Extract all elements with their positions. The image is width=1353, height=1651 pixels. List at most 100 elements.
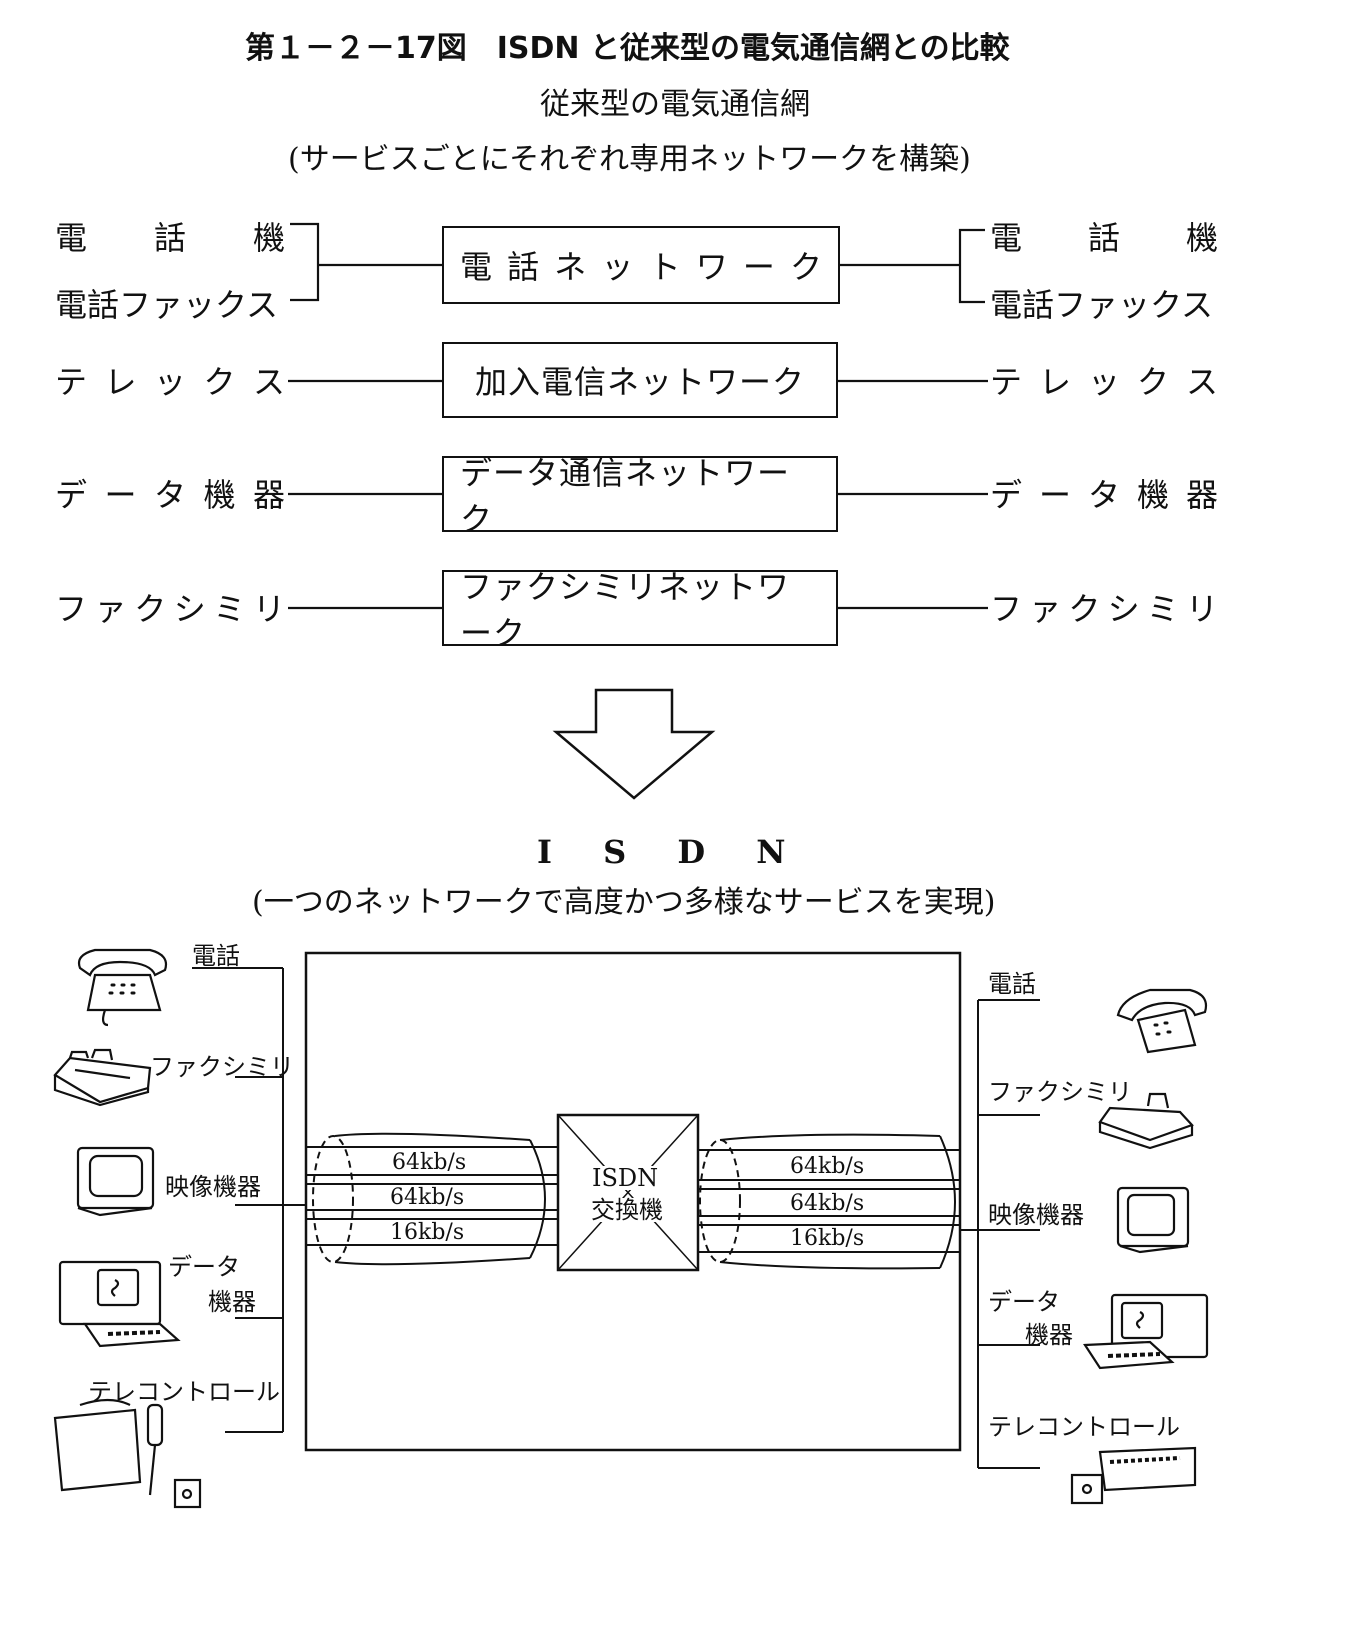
left-label-telephone: 電話 (192, 942, 240, 970)
char: 話 (1087, 219, 1120, 257)
conventional-heading: 従来型の電気通信網 (540, 87, 810, 122)
char: 電 (990, 219, 1023, 257)
char: 話 (153, 219, 186, 257)
left-device-data: データ機器 (55, 479, 285, 511)
right-label-data: データ (988, 1288, 1060, 1316)
left-label-facsimile: ファクシミリ (150, 1053, 294, 1081)
char: 機 (252, 219, 285, 257)
channel-rate: 16kb/s (390, 1220, 465, 1245)
char: ッ (601, 248, 634, 286)
char: ク (1136, 363, 1169, 401)
network-box-telephone: 電話ネットワーク (442, 226, 840, 304)
char: ー (742, 248, 775, 286)
exchange-label-isdn: ISDN (592, 1164, 659, 1192)
left-bracket-telephone (290, 222, 320, 302)
char: テ (55, 363, 88, 401)
figure-title: 第１－２－17図 ISDN と従来型の電気通信網との比較 (245, 31, 1010, 66)
network-box-telex: 加入電信ネットワーク (442, 342, 838, 418)
char: タ (153, 476, 186, 514)
right-bracket-telephone (958, 228, 985, 304)
char: ネ (554, 248, 587, 286)
right-device-data: データ機器 (990, 479, 1218, 511)
network-box-data: データ通信ネットワーク (442, 454, 838, 538)
computer-icon (58, 1260, 181, 1348)
left-label-data: データ (168, 1253, 240, 1281)
char: ミ (1146, 590, 1179, 628)
left-device-telex: テレックス (55, 366, 285, 398)
left-device-telephone: 電話機 (55, 222, 285, 254)
cylinder-end (312, 1135, 354, 1263)
left-label-data-device: 機器 (208, 1288, 256, 1316)
char: ミ (213, 590, 246, 628)
char: 電 (55, 219, 88, 257)
right-label-facsimile: ファクシミリ (988, 1078, 1132, 1106)
right-label-data-device: 機器 (1025, 1321, 1073, 1349)
telecontrol-icon (53, 1398, 202, 1509)
char: ァ (94, 590, 127, 628)
char: ク (789, 248, 822, 286)
char: ー (1038, 476, 1071, 514)
char: ト (648, 248, 681, 286)
monitor-icon (1116, 1186, 1190, 1254)
isdn-heading: I S D N (537, 833, 806, 871)
telecontrol-icon (1070, 1446, 1197, 1505)
conventional-note: (サービスごとにそれぞれ専用ネットワークを構築) (288, 142, 971, 177)
char: ァ (1029, 590, 1062, 628)
computer-icon (1083, 1293, 1209, 1370)
right-label-telephone: 電話 (988, 970, 1036, 998)
char: ー (104, 476, 137, 514)
network-box-facsimile: ファクシミリネットワーク (442, 568, 838, 652)
char: 話 (507, 248, 540, 286)
char: ク (134, 590, 167, 628)
isdn-network-box (304, 951, 962, 1452)
char: ス (1185, 363, 1218, 401)
char: ク (1068, 590, 1101, 628)
down-arrow-icon (552, 688, 716, 800)
char: 機 (1185, 219, 1218, 257)
char: 器 (1185, 476, 1218, 514)
left-device-facsimile: ファクシミリ (55, 593, 285, 625)
right-device-telex: テレックス (990, 366, 1218, 398)
right-label-video: 映像機器 (988, 1201, 1084, 1229)
isdn-note: (一つのネットワークで高度かつ多様なサービスを実現) (252, 885, 996, 920)
char: デ (990, 476, 1023, 514)
monitor-icon (76, 1146, 155, 1217)
fax-icon (53, 1048, 152, 1107)
right-device-facsimile: ファクシミリ (990, 593, 1218, 625)
char: リ (252, 590, 285, 628)
left-device-phone-fax: 電話ファックス (55, 286, 279, 324)
channel-rate: 64kb/s (392, 1150, 467, 1175)
char: ッ (153, 363, 186, 401)
char: 電 (460, 248, 493, 286)
char: タ (1087, 476, 1120, 514)
fax-icon (1098, 1092, 1194, 1150)
char: ク (203, 363, 236, 401)
channel-rate: 64kb/s (390, 1185, 465, 1210)
cylinder-end (699, 1139, 741, 1263)
left-label-video: 映像機器 (165, 1173, 261, 1201)
right-device-telephone: 電話機 (990, 222, 1218, 254)
char: フ (990, 590, 1023, 628)
char: 器 (252, 476, 285, 514)
right-device-phone-fax: 電話ファックス (990, 286, 1214, 324)
char: シ (173, 590, 206, 628)
channel-rate: 16kb/s (790, 1226, 865, 1251)
telephone-icon (1116, 988, 1208, 1054)
char: フ (55, 590, 88, 628)
exchange-label-switch: 交換機 (591, 1196, 663, 1224)
char: テ (990, 363, 1023, 401)
char: ッ (1087, 363, 1120, 401)
char: 機 (1136, 476, 1169, 514)
char: ワ (695, 248, 728, 286)
left-label-telecontrol: テレコントロール (88, 1378, 280, 1406)
char: ス (252, 363, 285, 401)
char: レ (1038, 363, 1071, 401)
right-label-telecontrol: テレコントロール (988, 1413, 1180, 1441)
char: デ (55, 476, 88, 514)
telephone-icon (77, 948, 168, 1027)
char: 機 (203, 476, 236, 514)
char: シ (1107, 590, 1140, 628)
char: リ (1185, 590, 1218, 628)
channel-rate: 64kb/s (790, 1191, 865, 1216)
